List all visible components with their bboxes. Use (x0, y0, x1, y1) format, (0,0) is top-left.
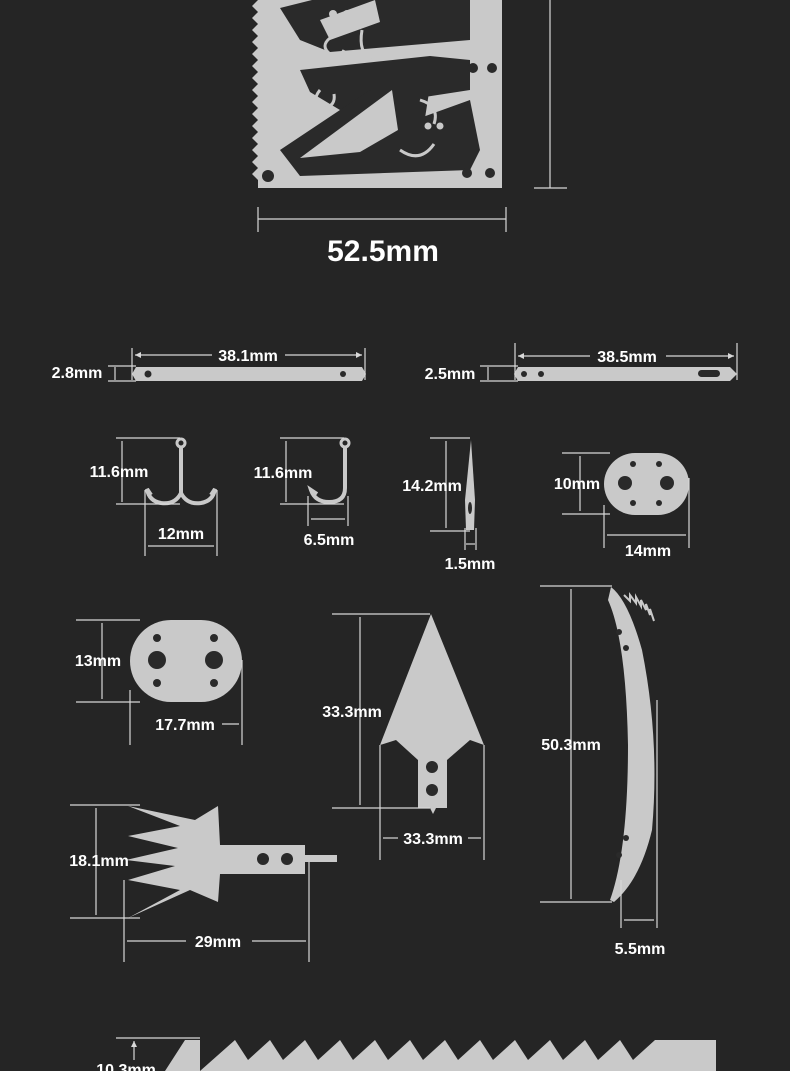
fish-spear-height: 18.1mm (69, 853, 129, 870)
single-hook (280, 437, 351, 526)
double-hook-width: 12mm (158, 526, 204, 543)
long-needle-1 (108, 348, 366, 382)
long-needle-1-length: 38.1mm (218, 348, 278, 365)
saw-strip (116, 1037, 716, 1071)
small-oval-width: 14mm (625, 543, 671, 560)
single-hook-width: 6.5mm (304, 532, 355, 549)
arrowhead (332, 613, 485, 860)
long-needle-2-width: 2.5mm (425, 366, 476, 383)
saw-blade-width: 5.5mm (615, 941, 666, 958)
arrowhead-width: 33.3mm (403, 831, 463, 848)
curved-saw-blade (540, 585, 658, 928)
survival-card-image (252, 0, 502, 188)
small-oval-washer (562, 452, 690, 548)
saw-strip-height: 10.3mm (96, 1062, 156, 1071)
small-needle-height: 14.2mm (402, 478, 462, 495)
large-oval-width: 17.7mm (155, 717, 215, 734)
card-width-label: 52.5mm (327, 235, 439, 268)
card-height-dimension (534, 0, 567, 189)
small-oval-height: 10mm (554, 476, 600, 493)
double-hook-height: 11.6mm (90, 464, 149, 481)
single-hook-height: 11.6mm (254, 465, 313, 482)
long-needle-2 (480, 343, 738, 382)
large-oval-washer (76, 619, 243, 745)
long-needle-1-width: 2.8mm (52, 365, 103, 382)
card-width-dimension (257, 207, 507, 232)
small-needle-width: 1.5mm (445, 556, 496, 573)
fish-spear (70, 804, 337, 962)
double-hook (116, 437, 218, 556)
large-oval-height: 13mm (75, 653, 121, 670)
fish-spear-width: 29mm (195, 934, 241, 951)
saw-blade-height: 50.3mm (541, 737, 601, 754)
long-needle-2-length: 38.5mm (597, 349, 657, 366)
small-needle (430, 437, 477, 550)
arrowhead-height: 33.3mm (322, 704, 382, 721)
